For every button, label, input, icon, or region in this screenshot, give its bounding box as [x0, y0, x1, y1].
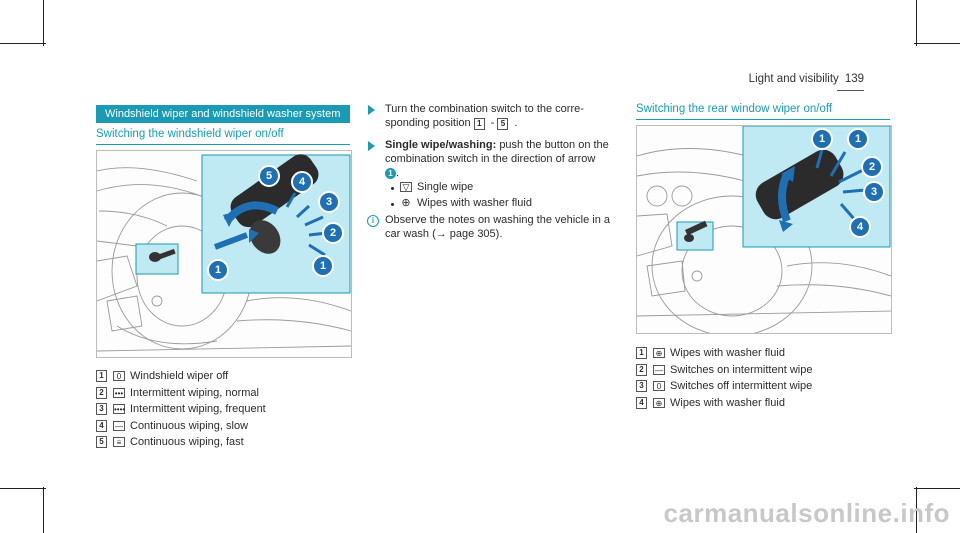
continuous-slow-icon: —: [113, 421, 125, 431]
wiper-off-icon: 0: [653, 381, 665, 391]
position-number: 3: [636, 380, 647, 392]
position-number: 4: [96, 420, 107, 432]
list-bullet: [391, 187, 394, 190]
step-2-line-1: Single wipe/washing: push the button on …: [385, 138, 630, 152]
crop-mark: [914, 488, 960, 489]
position-number: 2: [96, 387, 107, 399]
single-wipe-icon: ▽: [400, 182, 412, 192]
washer-icon: ⊕: [653, 398, 665, 408]
step-1-line-1: Turn the combination switch to the corre…: [385, 102, 630, 116]
note-line-2: car wash (→ page 305).: [385, 227, 630, 241]
washer-icon: ⊕: [400, 199, 412, 209]
watermark: carmanualsonline.info: [664, 498, 950, 529]
legend-text: Switches on intermittent wipe: [670, 364, 812, 376]
step-arrow-icon: [368, 105, 375, 115]
washer-icon: ⊕: [653, 348, 665, 358]
callout-5: 5: [258, 165, 280, 187]
legend-row: 5 ≡ Continuous wiping, fast: [96, 434, 266, 451]
subsection-rule: [636, 119, 890, 120]
crop-mark: [43, 0, 44, 46]
bullet-text: Single wipe: [417, 181, 473, 193]
legend-text: Wipes with washer fluid: [670, 347, 785, 359]
crop-mark: [0, 488, 46, 489]
legend-text: Windshield wiper off: [130, 370, 228, 382]
crop-mark: [43, 487, 44, 533]
callout-3: 3: [318, 191, 340, 213]
legend-text: Intermittent wiping, normal: [130, 387, 259, 399]
intermittent-normal-icon: •••: [113, 388, 125, 398]
step-2-line-3: 1.: [385, 166, 630, 180]
bullet-item: ▽ Single wipe: [400, 180, 473, 194]
callout-2: 2: [861, 156, 883, 178]
callout-1: 1: [811, 128, 833, 150]
position-number: 4: [636, 397, 647, 409]
wiper-switch-figure: 5 4 3 2 1 1: [96, 150, 352, 358]
running-header: Light and visibility 139: [749, 73, 864, 85]
legend-row: 4 — Continuous wiping, slow: [96, 418, 266, 435]
legend-text: Intermittent wiping, frequent: [130, 403, 266, 415]
legend-text: Continuous wiping, fast: [130, 436, 244, 448]
rear-wiper-legend: 1 ⊕ Wipes with washer fluid 2 — Switches on …: [636, 345, 812, 411]
page-number: 139: [845, 73, 864, 85]
range-separator: -: [491, 117, 495, 129]
bullet-item: ⊕ Wipes with washer fluid: [400, 196, 532, 210]
note-line-1: Observe the notes on washing the vehicle…: [385, 213, 630, 227]
subsection-rule: [96, 144, 350, 145]
wiper-off-icon: 0: [113, 371, 125, 381]
legend-row: 3 •••• Intermittent wiping, frequent: [96, 401, 266, 418]
position-number: 5: [96, 436, 107, 448]
list-bullet: [391, 203, 394, 206]
legend-row: 2 — Switches on intermittent wipe: [636, 362, 812, 379]
step-2-line-2: combination switch in the direction of a…: [385, 152, 630, 166]
rear-wiper-figure: 1 1 2 3 4: [636, 125, 892, 334]
running-header-title: Light and visibility: [749, 73, 839, 85]
position-number: 2: [636, 364, 647, 376]
crop-mark: [916, 0, 917, 46]
callout-4: 4: [291, 171, 313, 193]
step-1: Turn the combination switch to the corre…: [385, 102, 630, 130]
rear-wiper-subtitle: Switching the rear window wiper on/off: [636, 103, 832, 115]
callout-1b: 1: [847, 128, 869, 150]
legend-text: Continuous wiping, slow: [130, 420, 248, 432]
callout-3: 3: [863, 181, 885, 203]
callout-arrow-1: 1: [207, 259, 229, 281]
step-arrow-icon: [368, 141, 375, 151]
bullet-text: Wipes with washer fluid: [417, 197, 532, 209]
intermittent-frequent-icon: ••••: [113, 404, 125, 414]
position-number: 5: [497, 118, 508, 130]
crop-mark: [0, 43, 46, 44]
legend-row: 4 ⊕ Wipes with washer fluid: [636, 395, 812, 412]
step-2-heading: Single wipe/washing:: [385, 139, 496, 151]
note: Observe the notes on washing the vehicle…: [385, 213, 630, 241]
position-number: 3: [96, 403, 107, 415]
crop-mark: [914, 43, 960, 44]
step-2-text: push the button on the: [499, 139, 608, 151]
legend-text: Wipes with washer fluid: [670, 397, 785, 409]
arrow-callout: 1: [385, 168, 396, 179]
info-icon: i: [367, 215, 379, 227]
legend-text: Switches off intermittent wipe: [670, 380, 812, 392]
legend-row: 2 ••• Intermittent wiping, normal: [96, 385, 266, 402]
step-1-text: sponding position: [385, 117, 471, 129]
step-2: Single wipe/washing: push the button on …: [385, 138, 630, 180]
callout-2: 2: [322, 222, 344, 244]
continuous-fast-icon: ≡: [113, 437, 125, 447]
header-rule: [837, 90, 864, 91]
position-number: 1: [96, 370, 107, 382]
position-number: 1: [474, 118, 485, 130]
step-1-line-2: sponding position 1- 5.: [385, 116, 630, 130]
section-title: Windshield wiper and windshield washer s…: [96, 105, 350, 123]
callout-1: 1: [312, 255, 334, 277]
position-number: 1: [636, 347, 647, 359]
subsection-title: Switching the windshield wiper on/off: [96, 128, 284, 140]
step-2-end: .: [396, 167, 399, 179]
callout-4: 4: [849, 216, 871, 238]
legend-row: 1 ⊕ Wipes with washer fluid: [636, 345, 812, 362]
intermittent-wipe-icon: —: [653, 365, 665, 375]
step-1-end: .: [514, 117, 517, 129]
